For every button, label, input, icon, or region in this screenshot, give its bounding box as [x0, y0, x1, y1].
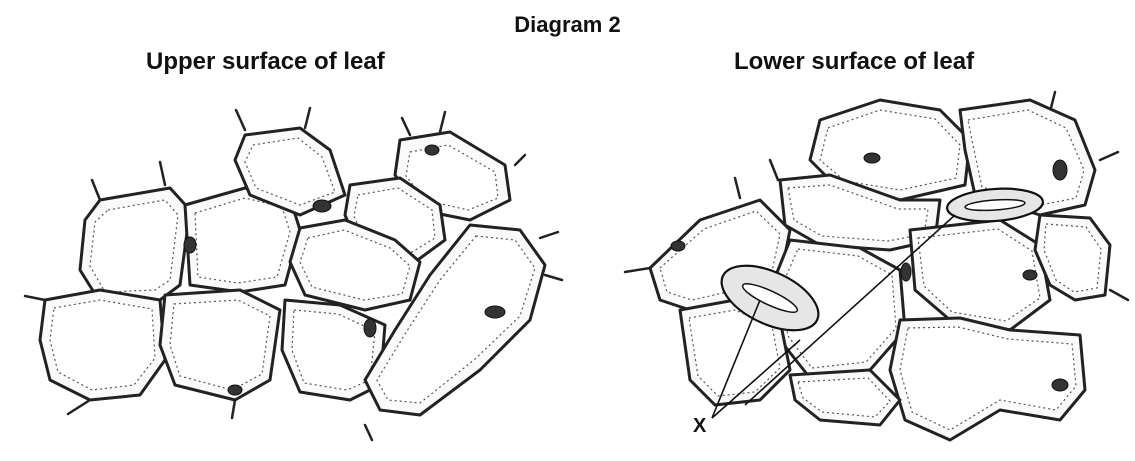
cell-nucleus: [1053, 160, 1067, 180]
cell-wall-bristle: [160, 162, 165, 185]
cell-wall-bristle: [735, 178, 740, 198]
cell-wall-bristle: [1100, 152, 1118, 160]
stoma: [946, 186, 1044, 225]
cell-nucleus: [364, 319, 376, 337]
cell-nucleus: [184, 237, 196, 253]
cell-wall-bristle: [770, 160, 778, 180]
cell-wall-bristle: [515, 155, 525, 165]
cell-wall-bristle: [68, 400, 90, 414]
cell-nucleus: [485, 306, 505, 318]
cell-nucleus: [313, 200, 331, 212]
cell-wall-bristle: [92, 180, 100, 200]
cell-cytoplasm: [170, 300, 270, 390]
cell-wall-bristle: [440, 112, 445, 132]
lower-surface-cells: X: [625, 92, 1128, 440]
cell-cytoplasm: [195, 198, 290, 283]
cell-nucleus: [671, 241, 685, 251]
cell-nucleus: [901, 263, 911, 281]
upper-surface-cells: [25, 108, 562, 440]
cell-wall-bristle: [365, 425, 372, 440]
cell-nucleus: [1023, 270, 1037, 280]
cell-nucleus: [425, 145, 439, 155]
cell-wall-bristle: [545, 275, 562, 280]
cell-wall-bristle: [625, 268, 650, 272]
cell-wall-bristle: [305, 108, 310, 128]
cell-wall-bristle: [402, 118, 410, 135]
cell-wall-bristle: [25, 296, 45, 300]
marker-x-label: X: [693, 415, 707, 437]
cell-nucleus: [228, 385, 242, 395]
cell-wall-bristle: [540, 232, 558, 238]
cell-nucleus: [864, 153, 880, 163]
cell-wall-bristle: [232, 400, 235, 418]
cell-wall-bristle: [1110, 290, 1128, 300]
cell-wall-bristle: [236, 110, 245, 130]
cell-nucleus: [1052, 379, 1068, 391]
